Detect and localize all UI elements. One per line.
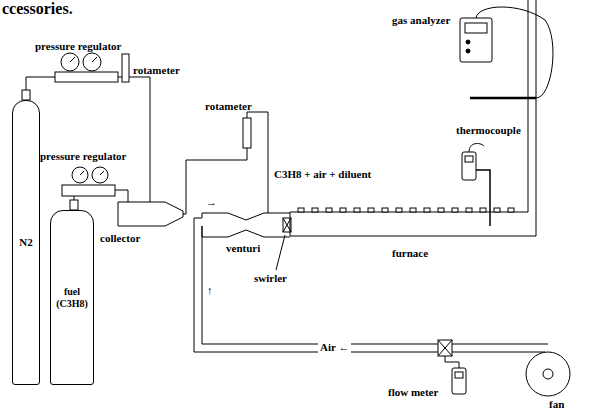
fan-hub bbox=[543, 369, 553, 379]
air-duct bbox=[194, 218, 545, 352]
furnace-port bbox=[494, 208, 500, 212]
furnace-port bbox=[438, 208, 444, 212]
meter-screen bbox=[455, 372, 463, 378]
gauge-needle bbox=[70, 57, 97, 62]
furnace-ports bbox=[298, 208, 514, 212]
furnace-wall bbox=[290, 0, 536, 236]
flow-arrow: ↑ bbox=[207, 284, 213, 297]
flow-valve bbox=[438, 340, 452, 356]
part-label: flow meter bbox=[388, 386, 438, 399]
flow-label: C3H8 + air + diluent bbox=[274, 168, 371, 181]
flow-valve bbox=[438, 340, 452, 356]
node-text: furnace bbox=[290, 247, 530, 260]
furnace-tube: furnace bbox=[290, 206, 530, 260]
cylinder-valve bbox=[22, 90, 30, 100]
furnace-port bbox=[396, 208, 402, 212]
furnace-port bbox=[452, 208, 458, 212]
flow-label: Air ← bbox=[318, 341, 351, 354]
gas-line bbox=[129, 77, 150, 202]
meter-cable bbox=[445, 356, 459, 368]
furnace-port bbox=[368, 208, 374, 212]
gas-line bbox=[247, 112, 268, 213]
furnace-port bbox=[354, 208, 360, 212]
cylinder-valve bbox=[70, 200, 78, 210]
furnace-wall bbox=[290, 0, 528, 212]
thermocouple-meter bbox=[462, 152, 476, 180]
part-label: venturi bbox=[226, 242, 260, 255]
gas-line bbox=[74, 196, 75, 200]
part-label: thermocouple bbox=[456, 124, 521, 137]
gas-line bbox=[115, 190, 128, 202]
rotameter-tube bbox=[243, 118, 251, 148]
sampling-probe bbox=[470, 97, 536, 100]
furnace-port bbox=[508, 208, 514, 212]
flow-arrow: → bbox=[206, 196, 217, 209]
part-label: gas analyzer bbox=[392, 14, 450, 27]
analyzer-knob bbox=[466, 40, 470, 44]
fuel-cylinder: fuel (C3H8) bbox=[50, 210, 94, 385]
rotameter-tube bbox=[122, 54, 129, 82]
furnace-wall bbox=[290, 212, 291, 236]
regulator-body bbox=[55, 72, 118, 82]
venturi-wall bbox=[202, 230, 290, 237]
part-label: rotameter bbox=[205, 100, 252, 113]
part-label: pressure regulator bbox=[35, 40, 121, 53]
air-duct bbox=[202, 226, 548, 344]
node-text: fuel (C3H8) bbox=[51, 286, 93, 309]
meter-screen bbox=[465, 156, 473, 162]
gas-line bbox=[183, 148, 247, 214]
thermocouple-cable bbox=[469, 144, 484, 152]
nitrogen-cylinder: N2 bbox=[12, 100, 40, 385]
thermocouple-probe bbox=[476, 170, 490, 226]
furnace-port bbox=[312, 208, 318, 212]
furnace-port bbox=[424, 208, 430, 212]
gas-line bbox=[118, 77, 122, 78]
sample-cable bbox=[476, 7, 553, 98]
furnace-port bbox=[326, 208, 332, 212]
furnace-port bbox=[410, 208, 416, 212]
gas-analyzer-device bbox=[460, 18, 492, 62]
part-label: collector bbox=[100, 232, 140, 245]
leader-line bbox=[276, 235, 285, 270]
furnace-port bbox=[382, 208, 388, 212]
analyzer-knob bbox=[466, 49, 470, 53]
part-label: swirler bbox=[254, 272, 287, 285]
furnace-port bbox=[298, 208, 304, 212]
gauge-needle bbox=[80, 171, 104, 175]
part-label: fan bbox=[549, 398, 564, 411]
furnace-port bbox=[480, 208, 486, 212]
collector-body bbox=[118, 202, 183, 226]
part-label: rotameter bbox=[133, 64, 180, 77]
venturi-wall bbox=[202, 213, 290, 220]
analyzer-screen bbox=[465, 23, 487, 33]
gas-line bbox=[26, 77, 55, 90]
part-label: pressure regulator bbox=[40, 150, 126, 163]
flow-meter-device bbox=[452, 368, 466, 394]
node-text: N2 bbox=[19, 236, 32, 249]
furnace-port bbox=[466, 208, 472, 212]
furnace-port bbox=[340, 208, 346, 212]
regulator-body bbox=[62, 185, 115, 196]
fan-casing bbox=[526, 352, 570, 396]
cropped-text: ccessories. bbox=[2, 0, 73, 18]
